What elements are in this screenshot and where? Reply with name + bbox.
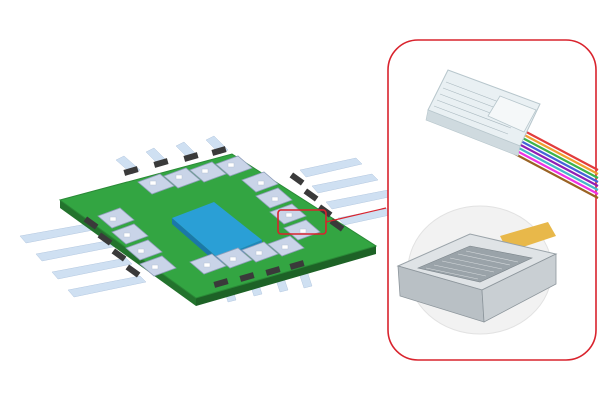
connector xyxy=(213,278,229,288)
connector xyxy=(329,218,345,232)
housing-photo xyxy=(396,205,558,335)
housing-cavity xyxy=(417,245,533,283)
pcb-side-right xyxy=(196,246,376,306)
connector xyxy=(153,158,169,168)
connector xyxy=(111,248,127,262)
fiber-ribbon xyxy=(299,157,363,178)
connector xyxy=(183,152,199,162)
asic-chip xyxy=(172,202,262,258)
detail-callout xyxy=(387,39,599,361)
cavity-grooves xyxy=(425,250,519,280)
fiber-ribbon xyxy=(67,275,147,298)
glass-fiber-block-side xyxy=(425,109,521,157)
connector xyxy=(289,260,305,270)
connector xyxy=(239,272,255,282)
fiber-ribbon xyxy=(51,257,133,280)
fiber-ribbon xyxy=(325,189,395,210)
connector xyxy=(303,188,319,202)
fiber-attach-tabs xyxy=(109,162,307,270)
asic-chip-side xyxy=(172,218,218,264)
connector xyxy=(123,166,139,176)
connector xyxy=(125,264,141,278)
edge-connectors xyxy=(83,146,345,288)
connector xyxy=(97,232,113,246)
housing-side xyxy=(481,253,557,323)
board-assembly xyxy=(19,135,405,306)
glass-lid xyxy=(487,95,537,133)
fiber-ribbon xyxy=(311,173,379,194)
optical-engines xyxy=(97,155,321,277)
connector xyxy=(289,172,305,186)
connector xyxy=(83,216,99,230)
connector xyxy=(211,146,227,156)
fiber-array-photo xyxy=(425,69,599,199)
connector xyxy=(265,266,281,276)
callout-leader-line xyxy=(325,207,387,223)
